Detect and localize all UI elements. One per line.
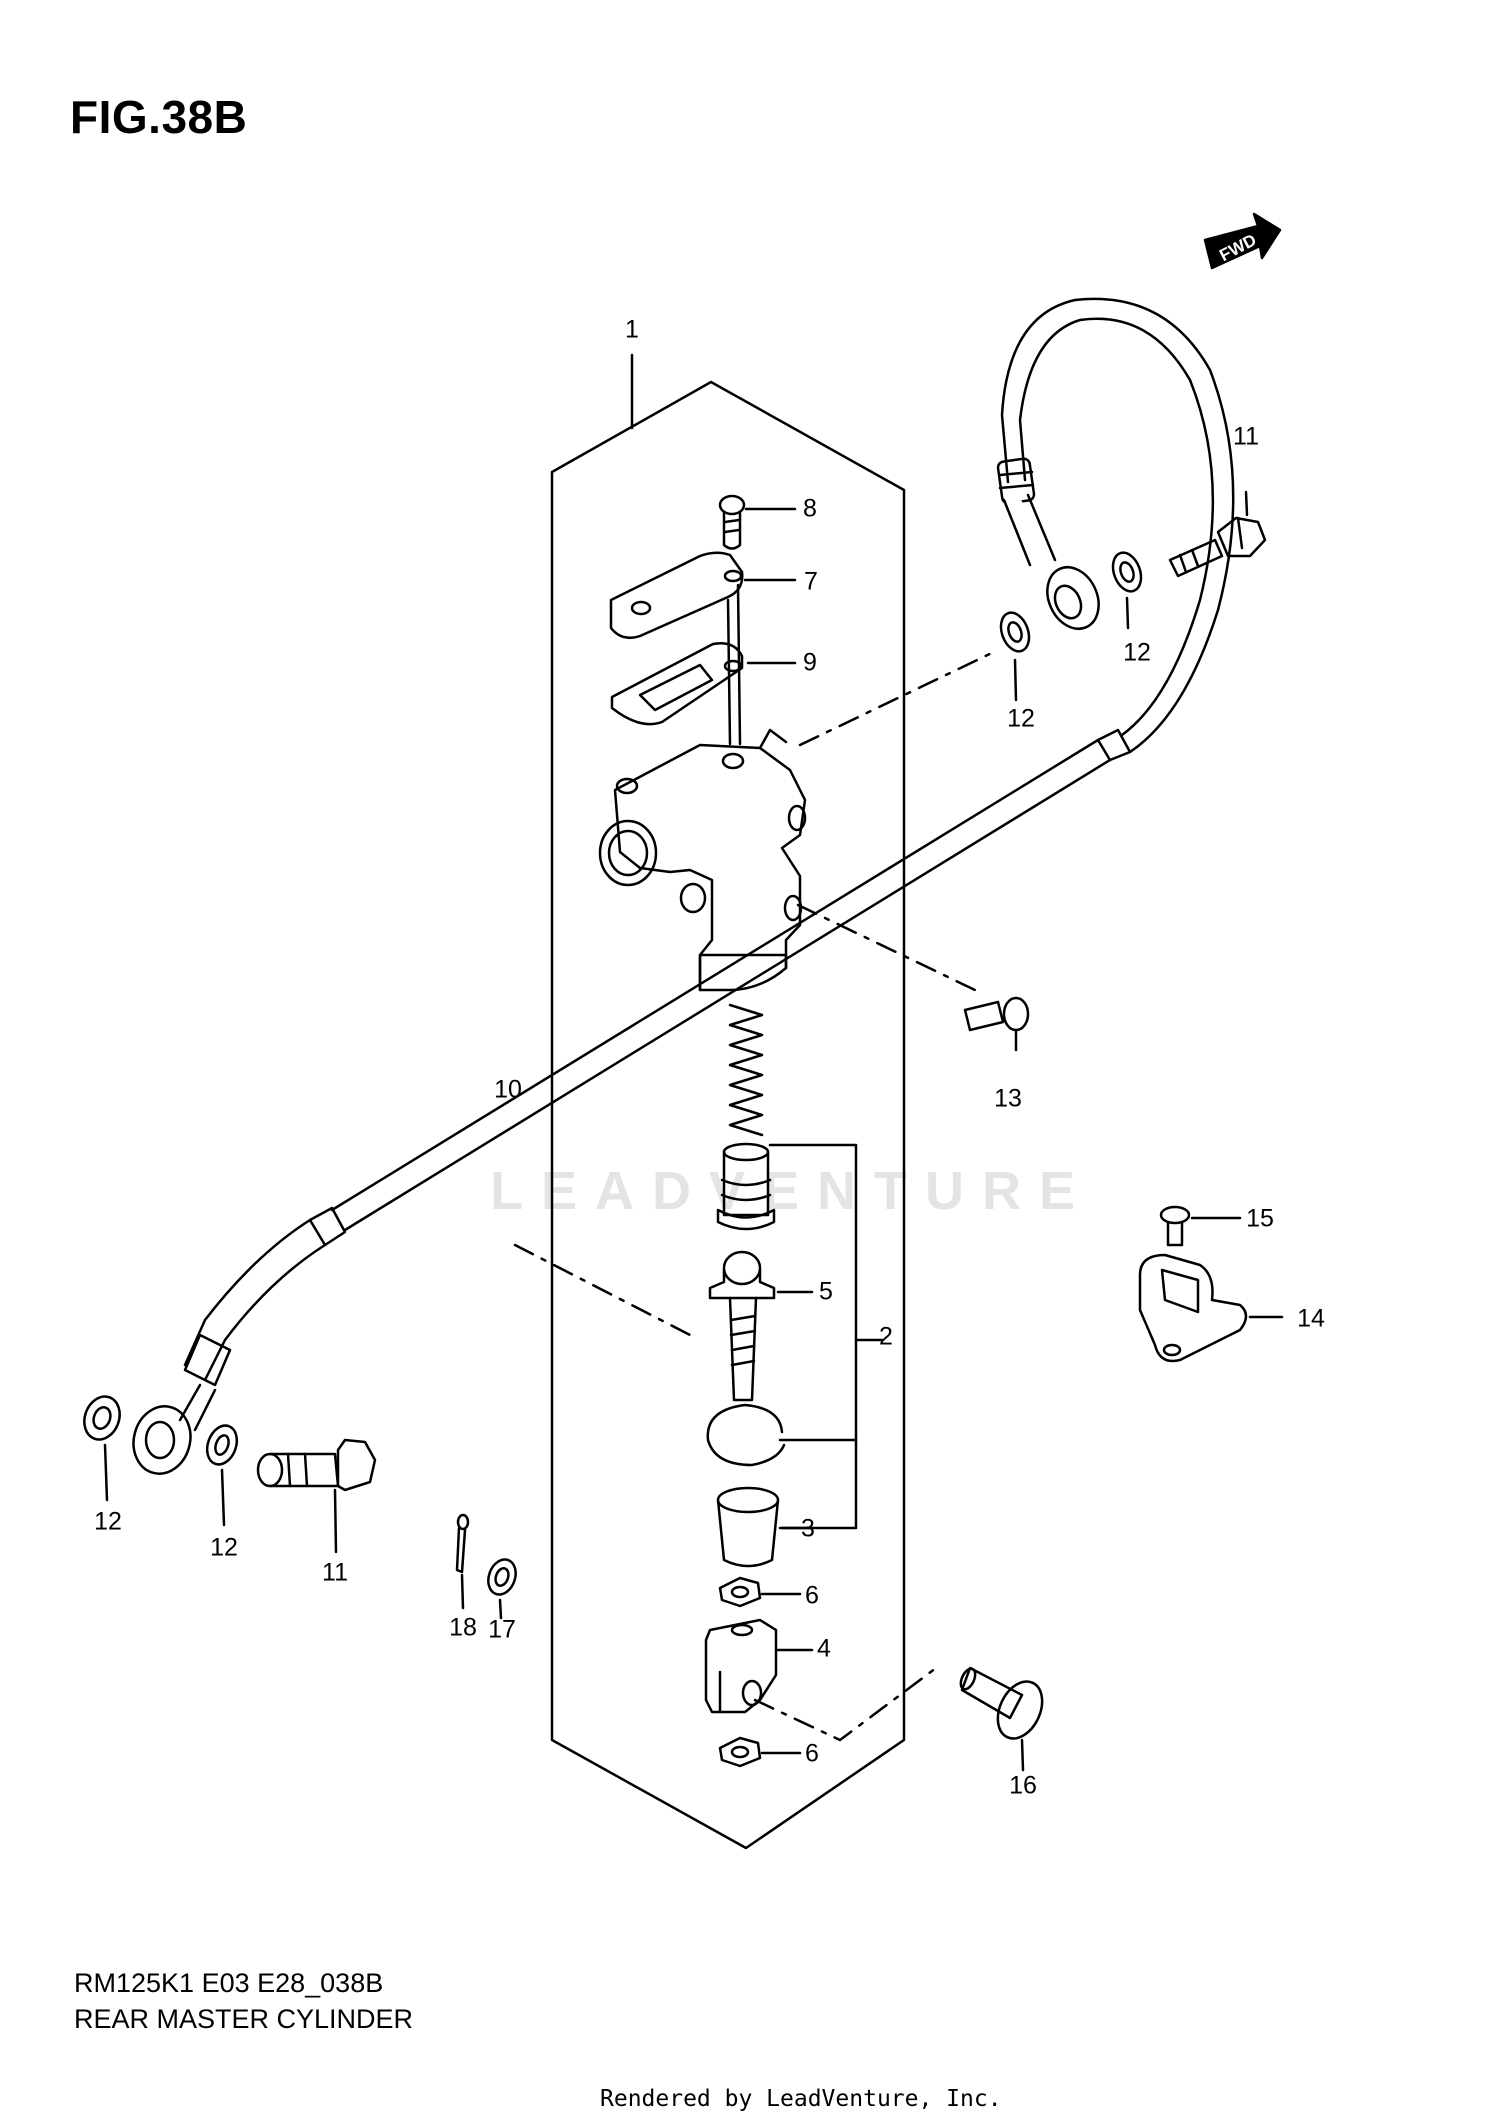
part-8-screw xyxy=(718,494,797,550)
part-12-washer-upper-right xyxy=(1111,551,1143,593)
watermark-text: LEADVENTURE xyxy=(490,1161,1094,1221)
callout-6-lower: 6 xyxy=(805,1739,819,1768)
model-code: RM125K1 E03 E28_038B xyxy=(74,1968,384,1998)
callout-15: 15 xyxy=(1246,1204,1274,1233)
part-11-banjo-bolt-upper xyxy=(1168,490,1267,578)
part-10-brake-hose xyxy=(183,297,1235,1387)
part-7-cap xyxy=(609,551,797,639)
callout-17: 17 xyxy=(488,1615,516,1644)
part-12-washer-lower-right xyxy=(205,1424,239,1466)
part-17-washer xyxy=(487,1558,517,1620)
part-18-cotter-pin xyxy=(455,1513,470,1610)
part-12-washer-lower-left xyxy=(83,1395,121,1441)
callout-11-lower: 11 xyxy=(322,1558,348,1587)
fwd-arrow-icon: FWD xyxy=(1203,212,1282,270)
hose-banjo-lower xyxy=(132,1383,217,1475)
group-2-bracket xyxy=(768,1143,884,1530)
part-14-clamp xyxy=(1138,1253,1284,1363)
figure-title: FIG.38B xyxy=(70,91,248,143)
part-15-screw xyxy=(1159,1205,1242,1247)
callout-10: 10 xyxy=(494,1075,522,1104)
part-6-nut-upper xyxy=(718,1576,802,1608)
callout-6-upper: 6 xyxy=(805,1581,819,1610)
piston xyxy=(716,1142,776,1231)
callout-12-upper-left: 12 xyxy=(1007,704,1035,733)
callout-3: 3 xyxy=(801,1514,815,1543)
callout-4: 4 xyxy=(817,1634,831,1663)
part-11-banjo-bolt-lower xyxy=(256,1438,377,1554)
assembly-name: REAR MASTER CYLINDER xyxy=(74,2004,414,2034)
callout-1: 1 xyxy=(625,315,639,344)
callout-12-upper-right: 12 xyxy=(1123,638,1151,667)
part-9-diaphragm xyxy=(610,642,797,726)
part-5-push-rod xyxy=(708,1250,814,1402)
callout-9: 9 xyxy=(803,648,817,677)
part-13-bolt xyxy=(963,996,1030,1052)
callout-16: 16 xyxy=(1009,1771,1037,1800)
part-4-clevis xyxy=(704,1618,814,1714)
callout-14: 14 xyxy=(1297,1304,1325,1333)
callout-12-lower-right: 12 xyxy=(210,1533,238,1562)
render-credit: Rendered by LeadVenture, Inc. xyxy=(600,2086,1002,2112)
circlip xyxy=(706,1403,786,1467)
spring xyxy=(728,1003,764,1137)
master-cylinder-body xyxy=(598,583,807,992)
callout-5: 5 xyxy=(819,1277,833,1306)
part-16-clevis-pin xyxy=(959,1666,1044,1772)
callout-12-lower-left: 12 xyxy=(94,1507,122,1536)
callout-18: 18 xyxy=(449,1613,477,1642)
callout-7: 7 xyxy=(804,567,818,596)
callout-13: 13 xyxy=(994,1084,1022,1113)
callout-8: 8 xyxy=(803,494,817,523)
callout-2: 2 xyxy=(879,1322,893,1351)
part-12-washer-upper-left xyxy=(999,611,1031,653)
part-6-nut-lower xyxy=(718,1736,802,1768)
assembly-outline xyxy=(550,380,906,1850)
callout-11-upper: 11 xyxy=(1233,422,1259,451)
